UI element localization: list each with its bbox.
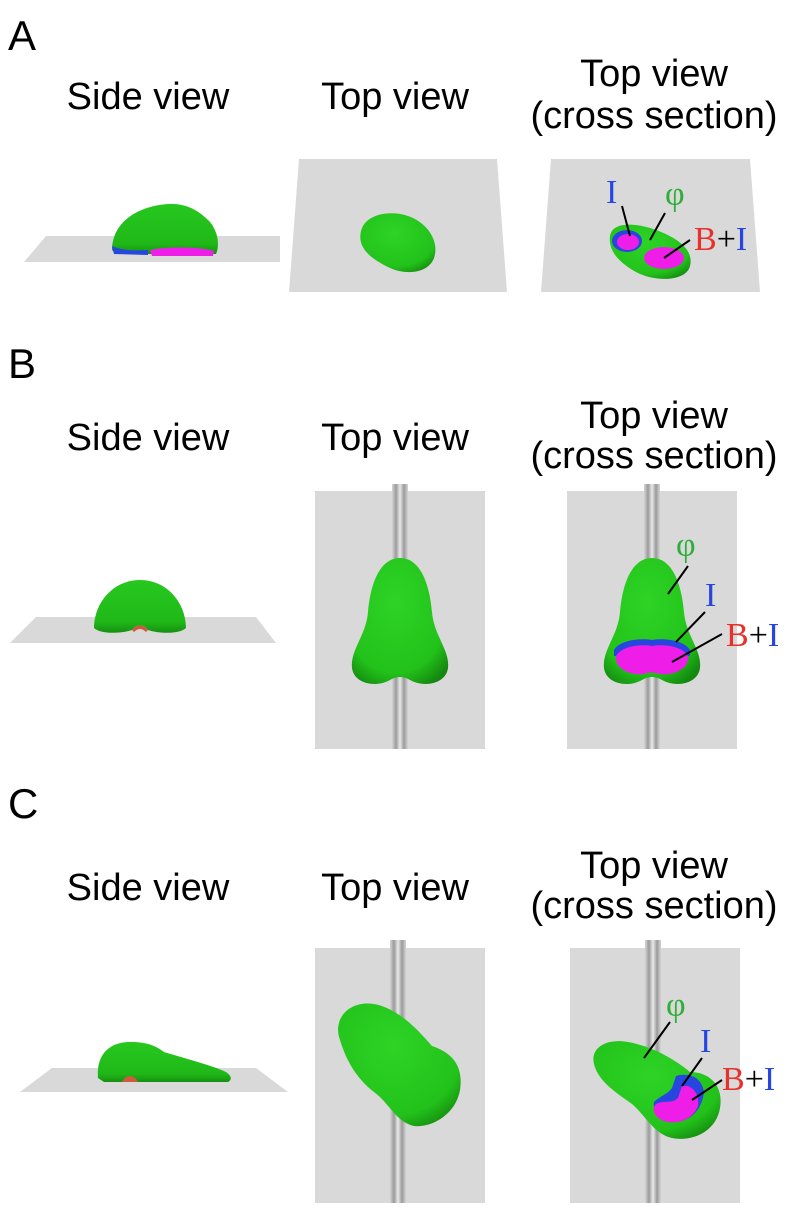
cell-body (351, 558, 449, 684)
cell-body (338, 1003, 461, 1127)
substrate-plane (541, 159, 760, 292)
label-plus: + (717, 221, 736, 258)
active-region (132, 625, 148, 632)
leader-line-I (675, 611, 706, 643)
substrate-plane (10, 617, 276, 643)
inhibitor-region (112, 246, 148, 255)
label-I: I (764, 1061, 775, 1098)
side-view-title-c: Side view (67, 867, 230, 909)
leader-line-phi (649, 212, 666, 241)
top-view-b (315, 484, 485, 749)
label-B: B (694, 221, 717, 258)
cross-section-view-a: I φ B+I (541, 159, 760, 292)
panel-a: A Side view Top view Top view (cross sec… (8, 12, 778, 292)
label-B: B (722, 1061, 745, 1098)
top-view-title-b: Top view (321, 417, 469, 459)
label-inhibitor: I (700, 1023, 711, 1060)
label-inhibitor: I (606, 174, 617, 211)
active-region (617, 234, 639, 250)
label-inhibitor: I (705, 577, 716, 614)
cross-section-view-b: φ I B+I (567, 484, 779, 749)
side-view-title-a: Side view (67, 76, 230, 118)
side-view-b (10, 580, 276, 643)
leader-line-phi (643, 1021, 671, 1059)
label-I: I (768, 617, 779, 654)
cross-title-line2-a: (cross section) (530, 95, 777, 137)
leader-line-I (681, 1057, 703, 1087)
cross-title-line2-b: (cross section) (530, 435, 777, 477)
label-phi: φ (676, 527, 696, 564)
panel-c: C Side view Top view Top view (cross sec… (8, 780, 778, 1203)
cross-section-view-c: φ I B+I (570, 940, 775, 1203)
leader-line-BI (671, 633, 723, 663)
panel-letter-c: C (8, 780, 38, 827)
top-view-title-a: Top view (321, 76, 469, 118)
label-phi: φ (665, 176, 685, 213)
side-view-title-b: Side view (67, 417, 230, 459)
side-view-c (20, 1042, 288, 1092)
top-view-title-c: Top view (321, 867, 469, 909)
side-view-a (24, 203, 280, 262)
active-region (150, 247, 214, 256)
label-active-inhibitor: B+I (694, 221, 747, 258)
cross-title-line1-c: Top view (580, 845, 728, 887)
active-region (653, 1085, 699, 1123)
label-phi: φ (666, 987, 686, 1024)
top-view-a (289, 159, 507, 292)
cell-body (360, 213, 436, 273)
label-plus: + (745, 1061, 764, 1098)
label-active-inhibitor: B+I (726, 617, 779, 654)
cell-body (94, 580, 186, 633)
active-region (122, 1076, 138, 1082)
label-I: I (736, 221, 747, 258)
cross-title-line2-c: (cross section) (530, 885, 777, 927)
active-region (615, 645, 689, 675)
label-plus: + (749, 617, 768, 654)
cell-body (97, 1042, 231, 1082)
leader-line-phi (667, 565, 689, 595)
panel-letter-a: A (8, 12, 36, 59)
leader-line-BI (663, 239, 691, 259)
cell-body (112, 203, 218, 254)
panel-letter-b: B (8, 340, 36, 387)
leader-line-I (621, 205, 631, 237)
cross-title-line1-a: Top view (580, 53, 728, 95)
leader-line-BI (691, 1079, 723, 1101)
cross-title-line1-b: Top view (580, 395, 728, 437)
top-view-c (315, 940, 485, 1203)
label-active-inhibitor: B+I (722, 1061, 775, 1098)
panel-b: B Side view Top view Top view (cross sec… (8, 340, 779, 749)
label-B: B (726, 617, 749, 654)
